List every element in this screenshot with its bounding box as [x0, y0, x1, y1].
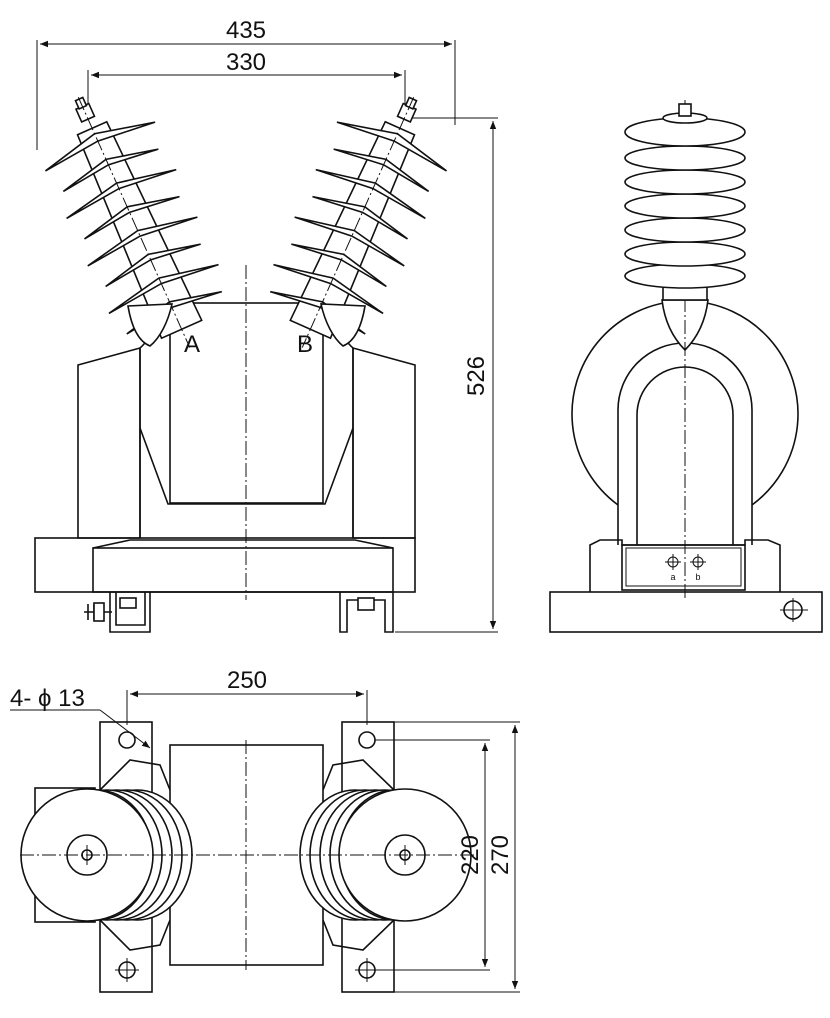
base-plate-inner — [92, 547, 394, 593]
mount-hole-icon — [118, 731, 136, 749]
side-view: a b — [549, 100, 823, 633]
dim-hole-spacing: 250 — [126, 667, 368, 725]
terminal-a-label: A — [184, 331, 200, 358]
left-bracket — [84, 592, 151, 633]
right-bracket — [339, 592, 394, 633]
side-insulator — [624, 103, 746, 301]
dim-270-label: 270 — [487, 835, 514, 875]
left-insulator — [44, 96, 223, 348]
top-view: 250 4- ϕ 13 — [10, 667, 520, 993]
terminal-b-label: B — [297, 331, 313, 358]
top-left-insulator — [20, 788, 193, 922]
front-view: 435 330 526 A B — [34, 17, 498, 633]
side-base — [549, 591, 823, 633]
secondary-b-label: b — [695, 572, 700, 582]
hole-spec-label: 4- ϕ 13 — [10, 685, 85, 712]
right-insulator — [269, 96, 448, 348]
dim-220-label: 220 — [457, 835, 484, 875]
dim-526-label: 526 — [463, 356, 490, 396]
dim-overall-width: 435 — [36, 17, 456, 150]
dim-depths: 220 270 — [375, 721, 520, 993]
dim-250-label: 250 — [227, 667, 267, 694]
body-right-wing — [352, 346, 416, 539]
body-left-wing — [77, 346, 141, 539]
dim-height: 526 — [395, 117, 498, 633]
dim-terminal-spacing: 330 — [87, 49, 406, 105]
base-plate — [34, 537, 416, 593]
dim-330-label: 330 — [226, 49, 266, 76]
secondary-a-label: a — [670, 572, 675, 582]
mount-hole-icon — [358, 731, 376, 749]
dim-435-label: 435 — [226, 17, 266, 44]
